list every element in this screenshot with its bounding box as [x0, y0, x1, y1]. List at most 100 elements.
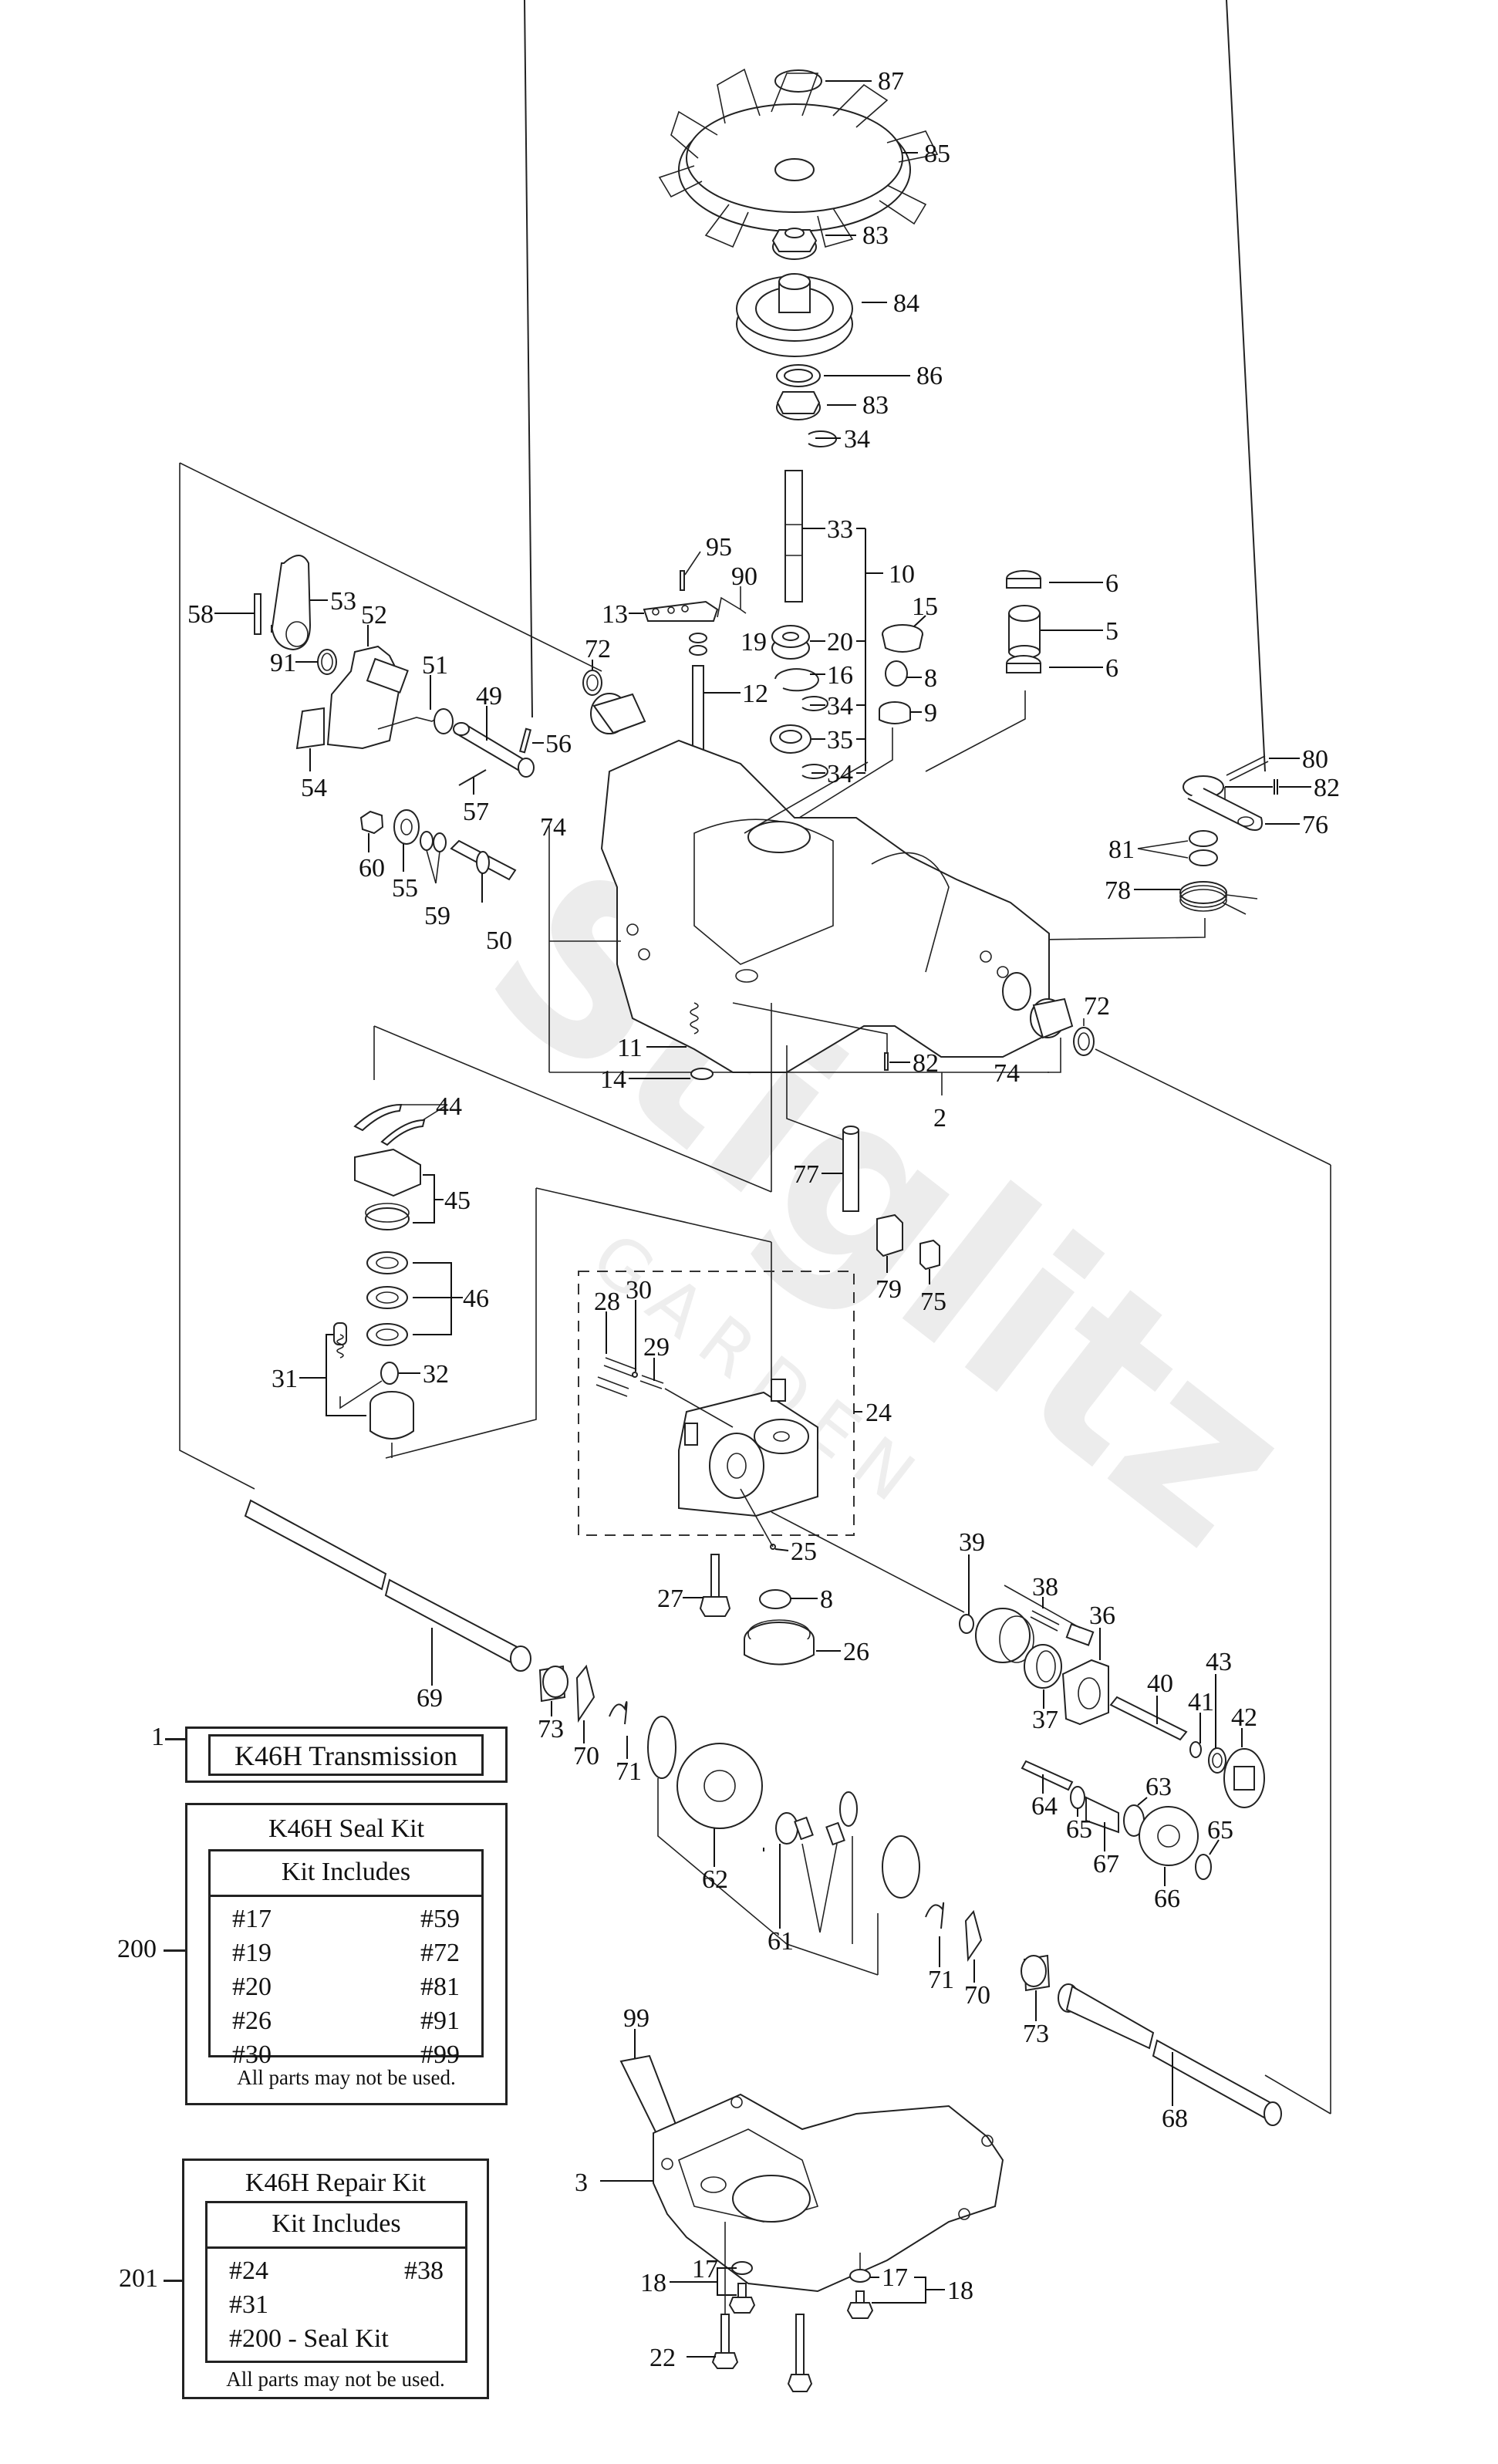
callout-16: 16	[827, 661, 853, 690]
callout-84: 84	[893, 289, 919, 318]
part-13-control-arm	[629, 600, 719, 622]
part-34-e-clip-low	[801, 764, 865, 779]
part-60-nut	[359, 810, 384, 852]
callout-31: 31	[272, 1365, 298, 1393]
callout-68: 68	[1162, 2105, 1188, 2133]
fasteners-left	[670, 2222, 813, 2392]
part-57-pin	[458, 769, 487, 795]
callout-76: 76	[1302, 811, 1328, 839]
callout-99: 99	[623, 2004, 649, 2033]
callout-5: 5	[1105, 617, 1118, 646]
callout-72-lower: 72	[1084, 992, 1110, 1021]
callout-65-right: 65	[1207, 1816, 1233, 1845]
callout-82-lower: 82	[913, 1049, 939, 1078]
part-58-pin	[214, 593, 261, 635]
part-3-lower-housing	[600, 2093, 1004, 2293]
transmission-inner-box: K46H Transmission	[208, 1734, 484, 1776]
callout-32: 32	[423, 1360, 449, 1389]
part-71-c-clip-right	[925, 1902, 945, 1967]
part-41-snap-ring	[1189, 1713, 1202, 1758]
part-79-block	[876, 1213, 903, 1273]
part-40-motor-shaft	[1109, 1696, 1188, 1741]
callout-95: 95	[706, 533, 732, 562]
callout-66: 66	[1154, 1885, 1180, 1913]
callout-71-left: 71	[616, 1757, 642, 1786]
callout-19: 19	[741, 628, 767, 657]
part-71-c-clip-left	[609, 1701, 628, 1759]
callout-17-left: 17	[692, 2255, 718, 2283]
part-66-reduction-gear	[1139, 1806, 1199, 1886]
repair-kit-items: #24 #38 #31 #200 - Seal Kit	[207, 2249, 465, 2358]
callout-37: 37	[1032, 1706, 1058, 1734]
kit-ref-seal-kit: 200	[117, 1935, 157, 1963]
part-12-shaft	[689, 633, 741, 802]
callout-20: 20	[827, 628, 853, 657]
repair-kit-item: #200 - Seal Kit	[229, 2324, 389, 2353]
callout-53: 53	[330, 587, 356, 616]
callout-86: 86	[916, 362, 943, 390]
seal-kit-item: #17	[232, 1905, 272, 1933]
seal-kit-item: #99	[420, 2040, 460, 2069]
seal-kit-item: #72	[420, 1939, 460, 1967]
callout-29: 29	[643, 1333, 670, 1362]
callout-38: 38	[1032, 1573, 1058, 1602]
part-56-pin	[518, 0, 544, 754]
part-42-brake-gear	[1223, 1728, 1265, 1808]
callout-65-left: 65	[1066, 1815, 1092, 1844]
callout-34-mid: 34	[827, 692, 853, 721]
callout-80: 80	[1302, 745, 1328, 774]
callout-90: 90	[731, 562, 757, 591]
part-75-block	[919, 1239, 940, 1284]
part-86-spring-washer	[776, 364, 910, 387]
assembly-frame-lines	[179, 462, 1331, 2115]
callout-43: 43	[1206, 1648, 1232, 1676]
repair-kit-item: #31	[229, 2290, 268, 2319]
callout-52: 52	[361, 601, 387, 630]
part-44-bearing-shells	[353, 1103, 448, 1146]
callout-49: 49	[476, 682, 502, 711]
callout-9: 9	[924, 699, 937, 727]
callout-50: 50	[486, 927, 512, 955]
differential-group	[647, 1716, 920, 1976]
part-25-pin	[740, 1488, 965, 1613]
part-29-check-valve	[639, 1358, 734, 1428]
repair-kit-includes-box: Kit Includes #24 #38 #31 #200 - Seal Kit	[205, 2201, 467, 2363]
part-53-lever	[271, 555, 328, 651]
part-68-right-axle	[1058, 1983, 1282, 2126]
callout-75: 75	[920, 1288, 946, 1316]
callout-30: 30	[626, 1276, 652, 1305]
callout-36: 36	[1089, 1602, 1115, 1630]
seal-kit-item: #91	[420, 2007, 460, 2035]
part-59-o-rings	[420, 831, 447, 884]
callout-11: 11	[617, 1034, 643, 1062]
transmission-box: K46H Transmission	[185, 1726, 508, 1783]
part-46-thrust-bearing	[366, 1251, 463, 1346]
part-11-spring	[646, 1002, 699, 1048]
callout-14: 14	[600, 1065, 626, 1094]
part-30-ball	[632, 1300, 638, 1378]
seal-kit-item: #26	[232, 2007, 272, 2035]
callout-2: 2	[933, 1104, 946, 1132]
callout-70-right: 70	[964, 1981, 990, 2010]
part-33-input-shaft	[784, 470, 883, 771]
part-2-main-housing	[600, 739, 1050, 1073]
callout-62: 62	[702, 1865, 728, 1894]
part-6-hose-clamp-lower	[925, 655, 1103, 772]
callout-91: 91	[270, 649, 296, 677]
callout-81: 81	[1108, 835, 1135, 864]
repair-kit-item	[336, 2290, 444, 2320]
callout-26: 26	[843, 1638, 869, 1666]
part-90-spring-pin	[717, 586, 747, 618]
part-50-trunnion-shaft	[450, 839, 517, 903]
repair-kit-subtitle: Kit Includes	[207, 2203, 465, 2249]
callout-59: 59	[424, 902, 450, 930]
callout-24: 24	[865, 1399, 892, 1427]
part-70-retainer-right	[964, 1909, 983, 1983]
seal-kit-item: #20	[232, 1973, 272, 2001]
callout-6-lower: 6	[1105, 654, 1118, 683]
pump-cylinder-block	[369, 1391, 414, 1458]
callout-27: 27	[657, 1585, 683, 1613]
part-19-20-seal	[771, 625, 865, 660]
seal-kit-items: #17 #59 #19 #72 #20 #81 #26 #91 #30 #99	[211, 1897, 481, 2074]
